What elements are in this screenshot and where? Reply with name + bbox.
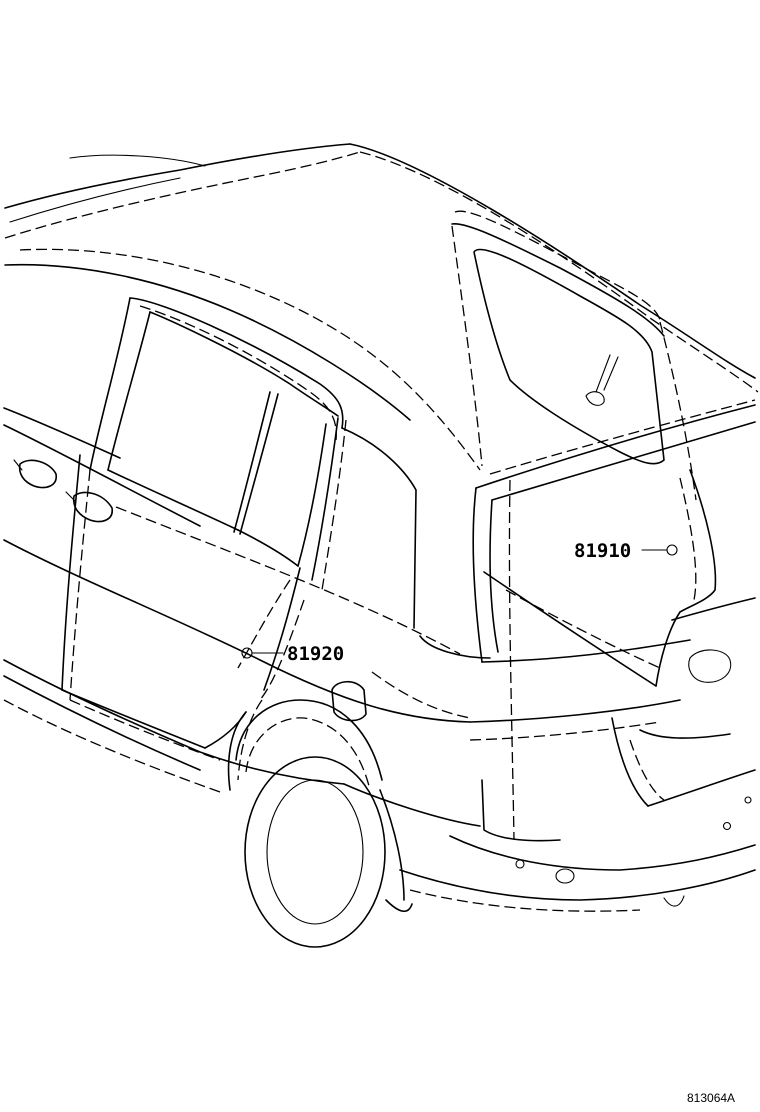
roof — [4, 143, 759, 471]
callout-81910[interactable]: 81910 — [574, 540, 678, 562]
callout-81920[interactable]: 81920 — [241, 643, 344, 665]
side-door — [3, 407, 471, 793]
part-number-81910: 81910 — [574, 540, 631, 562]
rear-bumper — [343, 699, 756, 912]
mounting-hole-marker-81910 — [666, 544, 678, 556]
rear-wheel — [235, 699, 413, 948]
part-number-81920: 81920 — [287, 643, 344, 665]
back-door-body — [472, 399, 756, 841]
rear-quarter-panel — [227, 567, 491, 791]
back-door-frame — [451, 210, 697, 501]
side-window — [89, 297, 417, 629]
diagram-reference-code: 813064A — [687, 1091, 735, 1105]
